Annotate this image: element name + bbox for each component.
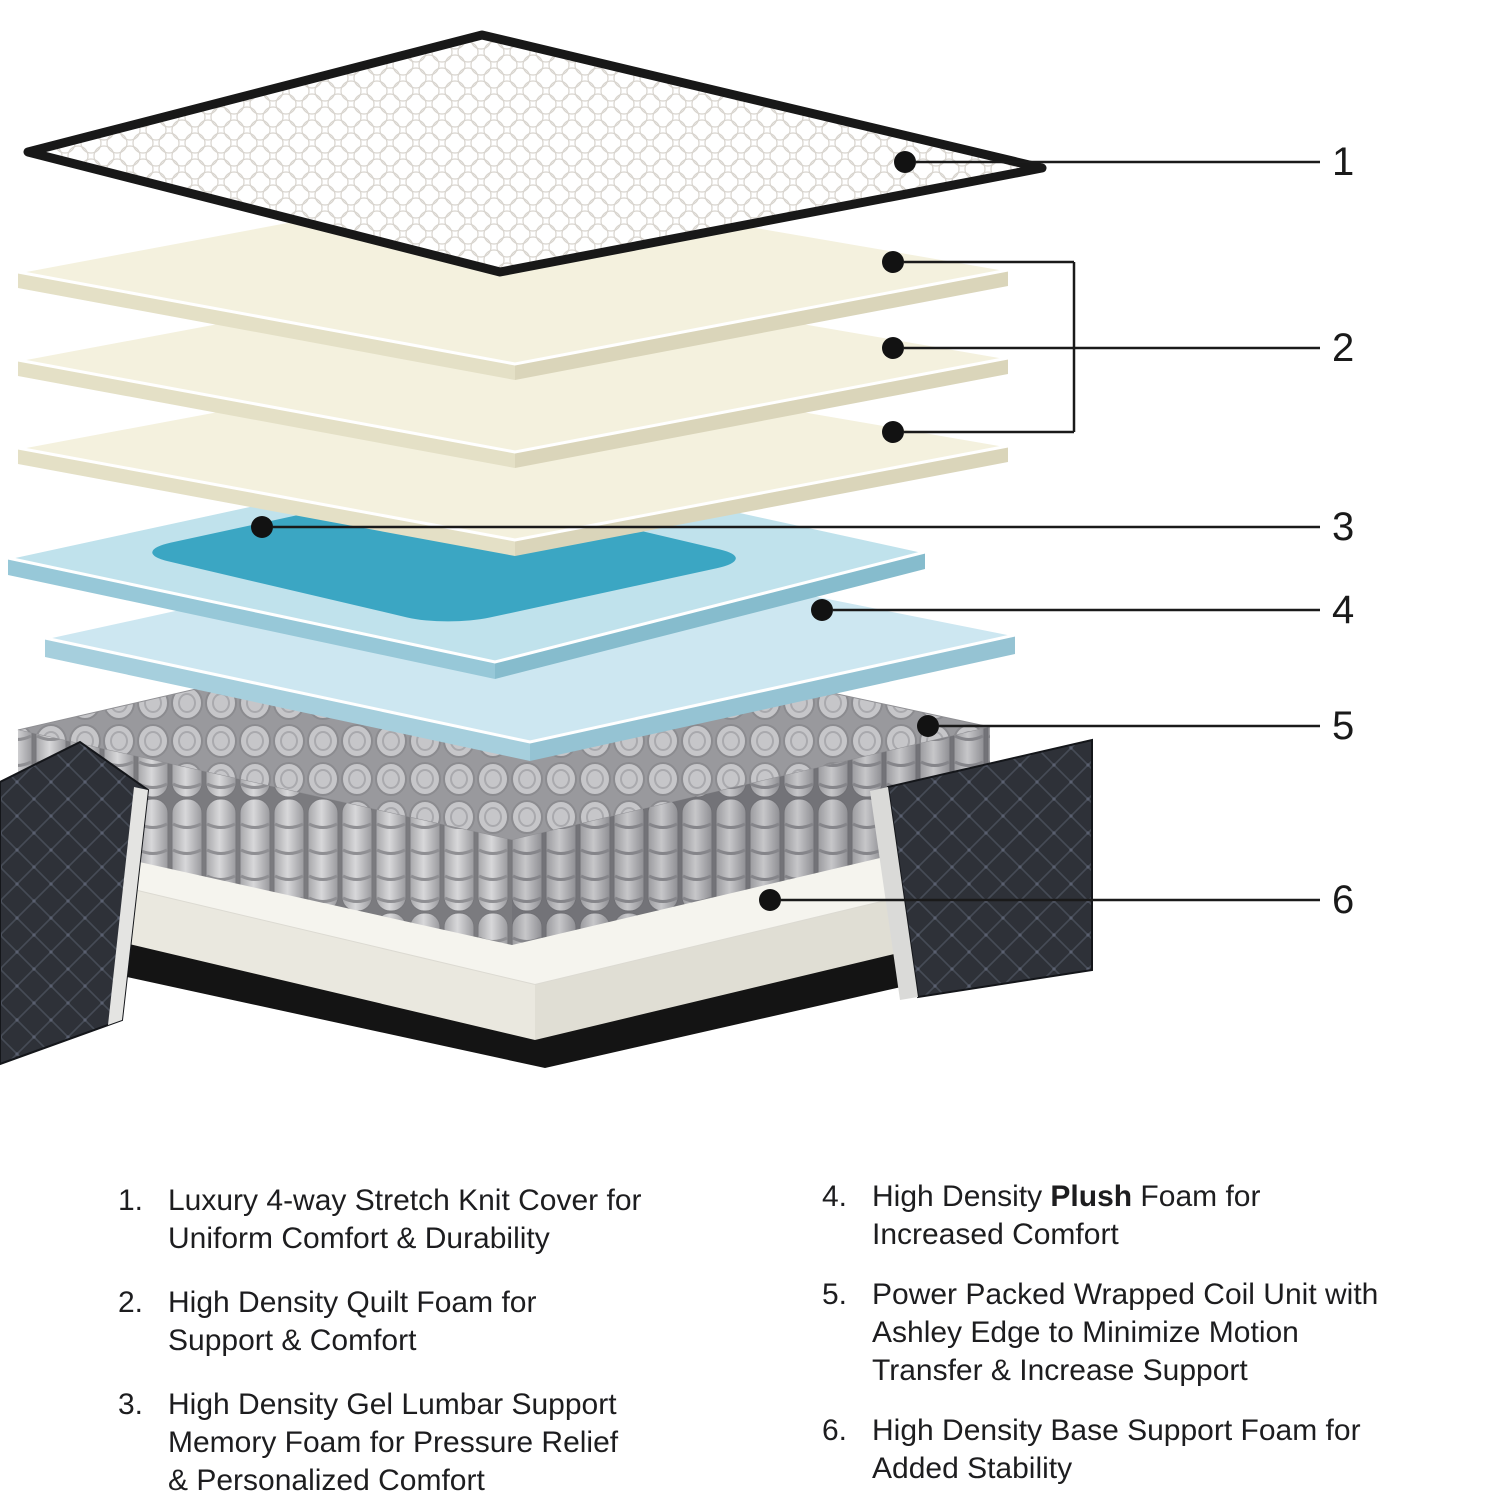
- legend-line-bold: Plush: [1050, 1180, 1133, 1213]
- quilt-foam-3-left-side: [18, 448, 515, 556]
- legend-line-post: Foam for: [1132, 1180, 1261, 1213]
- base-foam-left-side: [70, 875, 535, 1040]
- plush-left-side: [45, 638, 530, 761]
- callout-2-dot-top: [882, 251, 904, 273]
- callout-6: 6: [759, 878, 1354, 922]
- callout-6-dot: [759, 889, 781, 911]
- legend-item-3-text: High Density Gel Lumbar Support Memory F…: [168, 1386, 618, 1500]
- callout-2: 2: [882, 251, 1354, 443]
- quilt-foam-2-left-side: [18, 360, 515, 468]
- callout-4-dot: [811, 599, 833, 621]
- legend-item-6-text: High Density Base Support Foam for Added…: [872, 1412, 1361, 1488]
- callout-4: 4: [811, 588, 1354, 632]
- base-left-panel-trim: [108, 787, 148, 1025]
- quilt-foam-3-right-side: [515, 446, 1008, 556]
- legend-item-1: 1. Luxury 4-way Stretch Knit Cover for U…: [118, 1182, 738, 1258]
- legend-line: High Density Plush Foam for: [872, 1178, 1260, 1216]
- legend-line: High Density Gel Lumbar Support: [168, 1388, 617, 1421]
- legend-line: & Personalized Comfort: [168, 1464, 485, 1497]
- legend-line: High Density Base Support Foam for: [872, 1414, 1361, 1447]
- callout-4-number: 4: [1332, 588, 1354, 632]
- gel-right-side: [495, 552, 925, 679]
- base-right-panel-trim: [870, 787, 918, 1000]
- callout-1-number: 1: [1332, 140, 1354, 184]
- layer-knit-cover: [23, 30, 1047, 277]
- coil-unit-front-left-face: [18, 730, 512, 945]
- legend-item-5-number: 5.: [822, 1278, 848, 1311]
- callout-5-dot: [917, 715, 939, 737]
- callout-5: 5: [917, 704, 1354, 748]
- legend-line: Support & Comfort: [168, 1324, 417, 1357]
- callout-5-number: 5: [1332, 704, 1354, 748]
- legend-item-4: 4. High Density Plush Foam for Increased…: [822, 1178, 1442, 1254]
- quilt-foam-2-right-side: [515, 358, 1008, 468]
- quilt-foam-1-right-side: [515, 270, 1008, 380]
- legend-item-1-text: Luxury 4-way Stretch Knit Cover for Unif…: [168, 1182, 642, 1258]
- knit-cover-top-face: [23, 30, 1047, 277]
- coil-unit-right-shade: [512, 727, 990, 945]
- legend-item-3-number: 3.: [118, 1388, 144, 1421]
- quilt-foam-1-left-side: [18, 272, 515, 380]
- legend-line: Uniform Comfort & Durability: [168, 1222, 550, 1255]
- legend-item-2: 2. High Density Quilt Foam for Support &…: [118, 1284, 738, 1360]
- callout-3: 3: [251, 505, 1354, 549]
- legend-line: Increased Comfort: [872, 1218, 1119, 1251]
- legend-line: Added Stability: [872, 1452, 1073, 1485]
- legend-line: Luxury 4-way Stretch Knit Cover for: [168, 1184, 642, 1217]
- legend-item-4-text: High Density Plush Foam for Increased Co…: [872, 1178, 1260, 1254]
- legend-line: High Density Quilt Foam for: [168, 1286, 537, 1319]
- callout-2-dot-bottom: [882, 421, 904, 443]
- base-side-panels: [0, 738, 1093, 1066]
- legend-item-5: 5. Power Packed Wrapped Coil Unit with A…: [822, 1276, 1442, 1390]
- callout-2-dot-middle: [882, 337, 904, 359]
- legend-item-6-number: 6.: [822, 1414, 848, 1447]
- callout-2-number: 2: [1332, 326, 1354, 370]
- legend-left-column: 1. Luxury 4-way Stretch Knit Cover for U…: [118, 1182, 738, 1500]
- legend-item-6: 6. High Density Base Support Foam for Ad…: [822, 1412, 1442, 1488]
- legend-line: Ashley Edge to Minimize Motion: [872, 1316, 1299, 1349]
- callout-3-dot: [251, 516, 273, 538]
- callout-3-number: 3: [1332, 505, 1354, 549]
- legend-item-2-text: High Density Quilt Foam for Support & Co…: [168, 1284, 536, 1360]
- coil-unit-front-right-face: [512, 727, 990, 945]
- gel-left-side: [8, 558, 495, 679]
- legend-item-1-number: 1.: [118, 1184, 144, 1217]
- callout-1-dot: [894, 151, 916, 173]
- legend-line: Transfer & Increase Support: [872, 1354, 1248, 1387]
- legend-item-5-text: Power Packed Wrapped Coil Unit with Ashl…: [872, 1276, 1378, 1390]
- legend-item-2-number: 2.: [118, 1286, 144, 1319]
- mattress-exploded-diagram: 1 2 3 4 5: [0, 30, 1354, 1068]
- callout-2-bracket: [904, 260, 1320, 434]
- legend-line: Memory Foam for Pressure Relief: [168, 1426, 619, 1459]
- legend-line-pre: High Density: [872, 1180, 1051, 1213]
- plush-right-side: [530, 635, 1015, 761]
- callout-1: 1: [894, 140, 1354, 184]
- legend-right-column: 4. High Density Plush Foam for Increased…: [822, 1178, 1442, 1488]
- callout-6-number: 6: [1332, 878, 1354, 922]
- callouts: 1 2 3 4 5: [251, 140, 1354, 922]
- legend-line: Power Packed Wrapped Coil Unit with: [872, 1278, 1379, 1311]
- legend-item-4-number: 4.: [822, 1180, 848, 1213]
- legend-item-3: 3. High Density Gel Lumbar Support Memor…: [118, 1386, 738, 1500]
